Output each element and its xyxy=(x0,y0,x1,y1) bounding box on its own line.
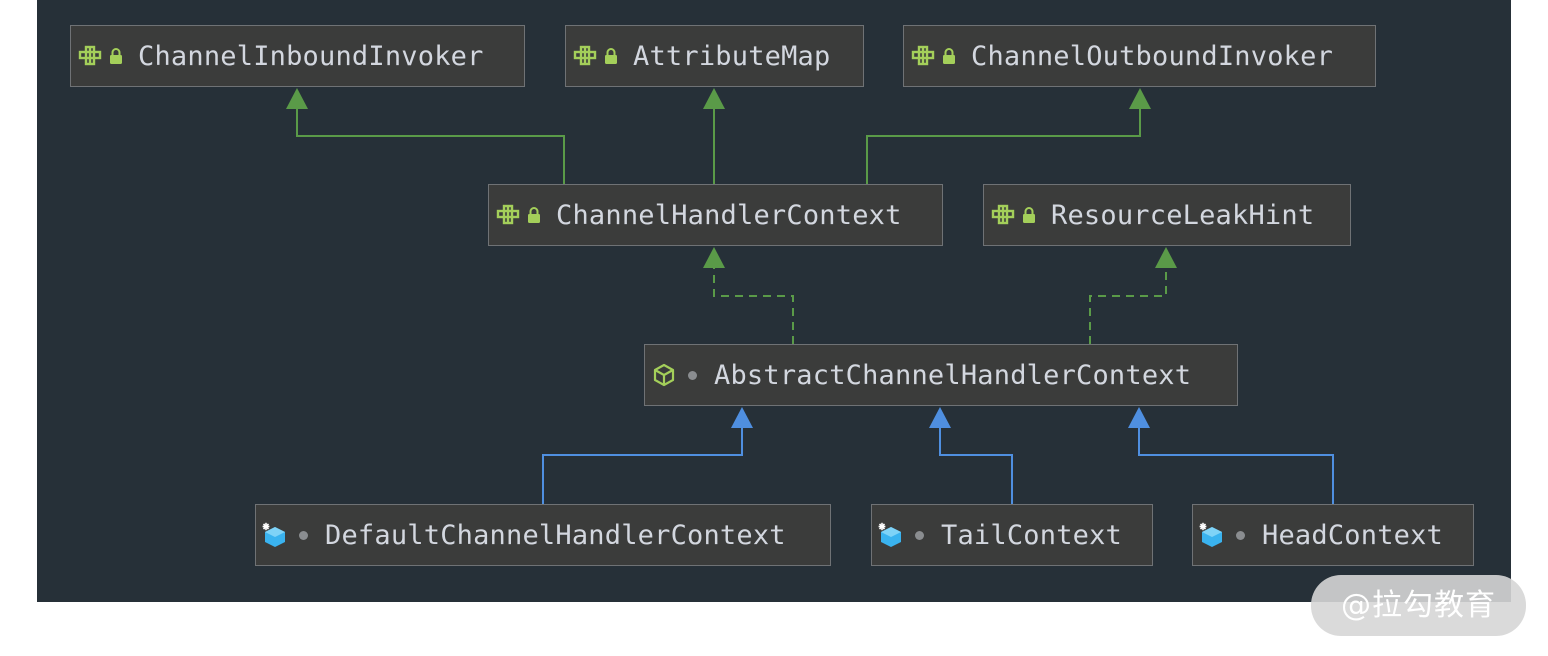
interface-icon xyxy=(910,43,936,69)
node-channel-inbound-invoker[interactable]: ChannelInboundInvoker xyxy=(70,25,525,87)
lock-icon xyxy=(106,46,126,66)
edge-abstract-channel-handler-context-to-channel-handler-context xyxy=(713,268,794,344)
interface-icon xyxy=(77,43,103,69)
lock-icon xyxy=(524,205,544,225)
node-label: DefaultChannelHandlerContext xyxy=(325,519,786,551)
node-default-channel-handler-context[interactable]: DefaultChannelHandlerContext xyxy=(255,504,831,566)
lock-icon xyxy=(939,46,959,66)
edge-abstract-channel-handler-context-to-resource-leak-hint xyxy=(1089,268,1167,344)
node-channel-outbound-invoker[interactable]: ChannelOutboundInvoker xyxy=(903,25,1376,87)
arrowhead xyxy=(929,407,951,428)
node-head-context[interactable]: HeadContext xyxy=(1192,504,1474,566)
arrowhead xyxy=(703,88,725,109)
node-label: ChannelHandlerContext xyxy=(556,199,902,231)
arrowhead xyxy=(286,88,308,109)
arrowhead xyxy=(1155,247,1177,268)
edge-tail-context-to-abstract-channel-handler-context xyxy=(939,428,1013,504)
dot-icon xyxy=(1236,530,1245,540)
node-label: AbstractChannelHandlerContext xyxy=(714,359,1192,391)
final-class-icon xyxy=(1199,522,1225,548)
lock-icon xyxy=(1019,205,1039,225)
node-label: ChannelOutboundInvoker xyxy=(971,40,1334,72)
edge-channel-handler-context-to-channel-outbound-invoker xyxy=(866,109,1141,184)
node-abstract-channel-handler-context[interactable]: AbstractChannelHandlerContext xyxy=(644,344,1238,406)
node-label: TailContext xyxy=(941,519,1123,551)
arrowhead xyxy=(1129,88,1151,109)
watermark: @拉勾教育 xyxy=(1311,575,1526,636)
node-resource-leak-hint[interactable]: ResourceLeakHint xyxy=(983,184,1351,246)
node-channel-handler-context[interactable]: ChannelHandlerContext xyxy=(488,184,943,246)
arrowhead xyxy=(1128,407,1150,428)
node-label: HeadContext xyxy=(1262,519,1444,551)
node-attribute-map[interactable]: AttributeMap xyxy=(565,25,864,87)
dot-icon xyxy=(688,370,697,380)
node-label: ChannelInboundInvoker xyxy=(138,40,484,72)
interface-icon xyxy=(572,43,598,69)
abstract-class-icon xyxy=(651,362,677,388)
interface-icon xyxy=(990,202,1016,228)
dot-icon xyxy=(299,530,308,540)
diagram-canvas xyxy=(37,0,1511,602)
arrowhead xyxy=(703,247,725,268)
node-label: ResourceLeakHint xyxy=(1051,199,1315,231)
final-class-icon xyxy=(878,522,904,548)
final-class-icon xyxy=(262,522,288,548)
arrowhead xyxy=(731,407,753,428)
node-label: AttributeMap xyxy=(633,40,831,72)
edge-default-channel-handler-context-to-abstract-channel-handler-context xyxy=(542,428,743,504)
edge-head-context-to-abstract-channel-handler-context xyxy=(1138,428,1334,504)
dot-icon xyxy=(915,530,924,540)
interface-icon xyxy=(495,202,521,228)
edge-channel-handler-context-to-channel-inbound-invoker xyxy=(296,109,565,184)
node-tail-context[interactable]: TailContext xyxy=(871,504,1153,566)
lock-icon xyxy=(601,46,621,66)
